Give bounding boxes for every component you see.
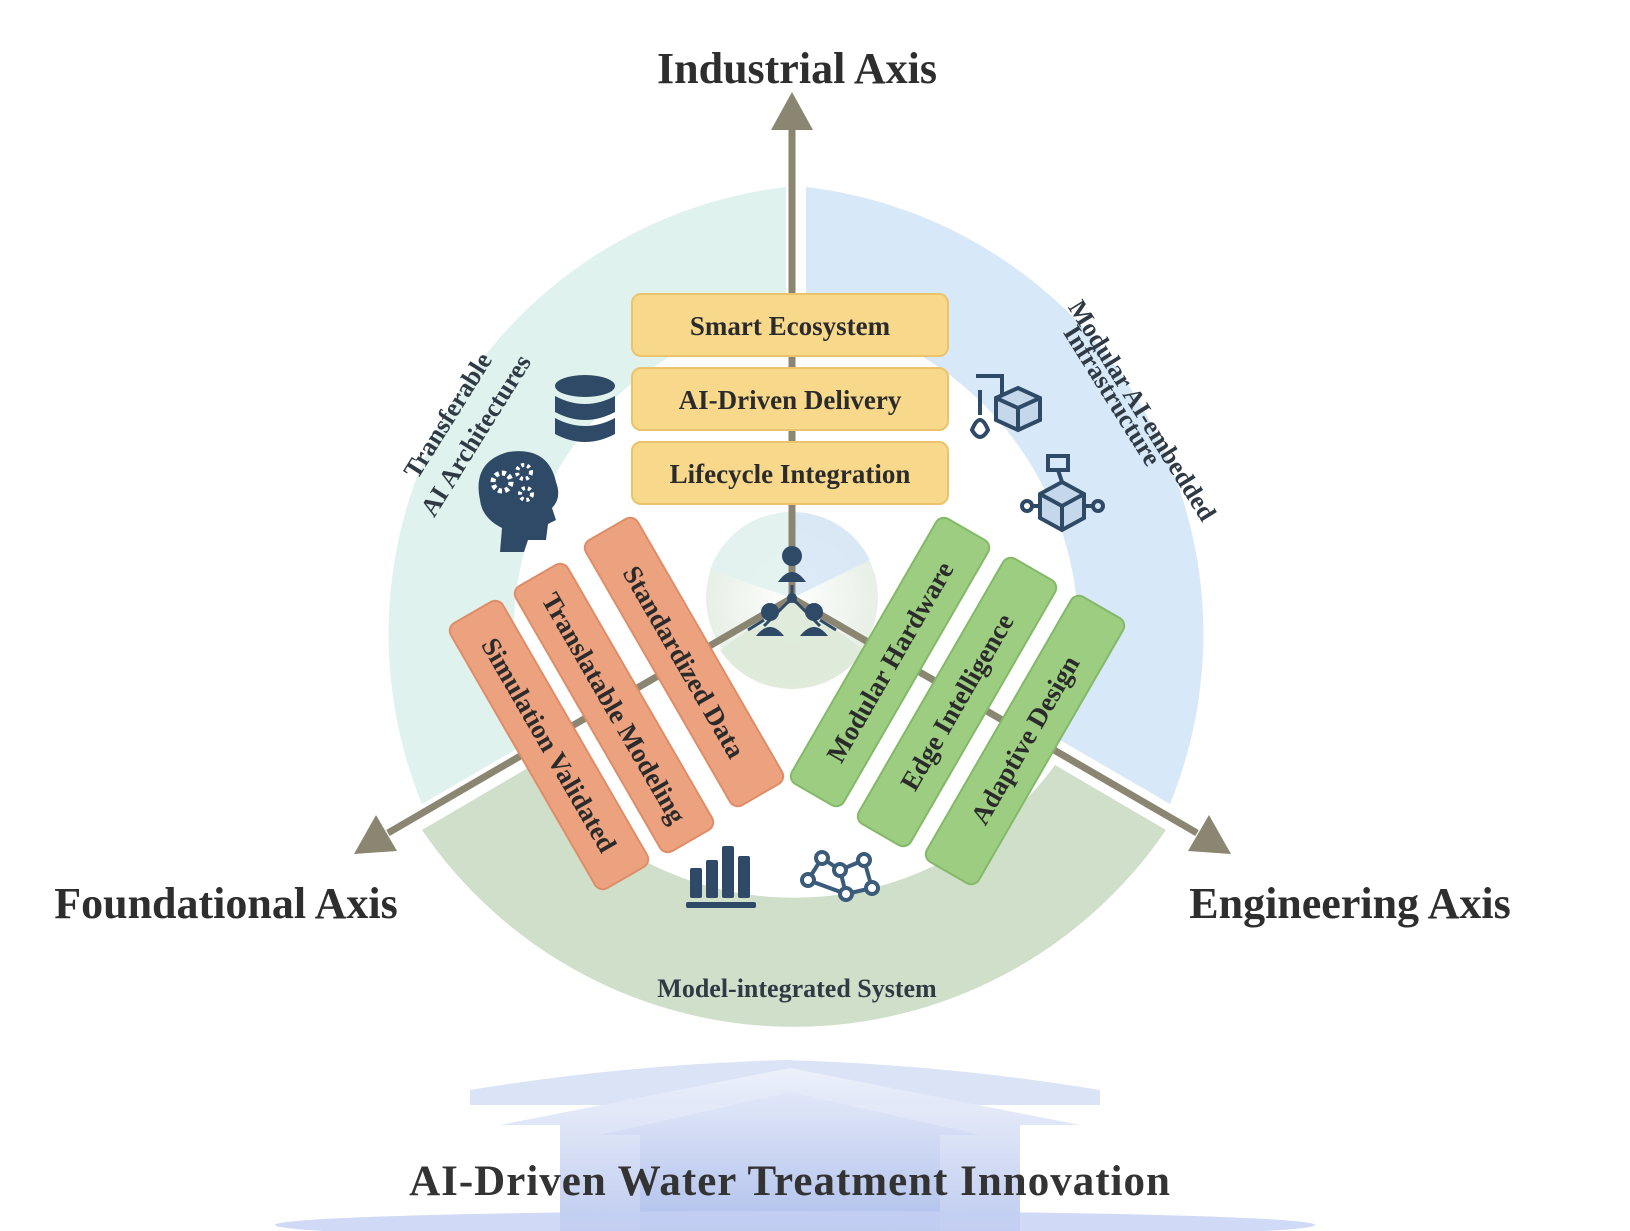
flask-cube-icon <box>969 374 1042 439</box>
industrial-box-ai-driven-delivery: AI-Driven Delivery <box>631 367 949 431</box>
foundational-axis-title: Foundational Axis <box>54 879 398 928</box>
industrial-axis-arrow <box>771 92 813 598</box>
industrial-box-smart-ecosystem: Smart Ecosystem <box>631 293 949 357</box>
box-label: Smart Ecosystem <box>690 311 891 341</box>
engineering-axis-title: Engineering Axis <box>1189 879 1511 928</box>
footer-title: AI-Driven Water Treatment Innovation <box>409 1158 1171 1205</box>
bar-chart-icon <box>686 846 756 908</box>
industrial-axis-title: Industrial Axis <box>657 44 937 93</box>
ring-segment-model-integrated <box>422 765 1166 1027</box>
database-icon <box>555 375 615 442</box>
engineering-axis-arrow <box>790 594 1231 854</box>
ring-label-model-integrated: Model-integrated System <box>657 974 937 1003</box>
box-label: AI-Driven Delivery <box>679 385 902 415</box>
people-network-icon <box>747 546 837 636</box>
brain-gears-icon <box>478 451 559 552</box>
box-label: Lifecycle Integration <box>670 459 911 489</box>
industrial-box-lifecycle-integration: Lifecycle Integration <box>631 441 949 505</box>
graph-network-icon <box>800 850 880 902</box>
upward-arrow-icon <box>275 1060 1315 1231</box>
cube-network-icon <box>1020 454 1105 533</box>
